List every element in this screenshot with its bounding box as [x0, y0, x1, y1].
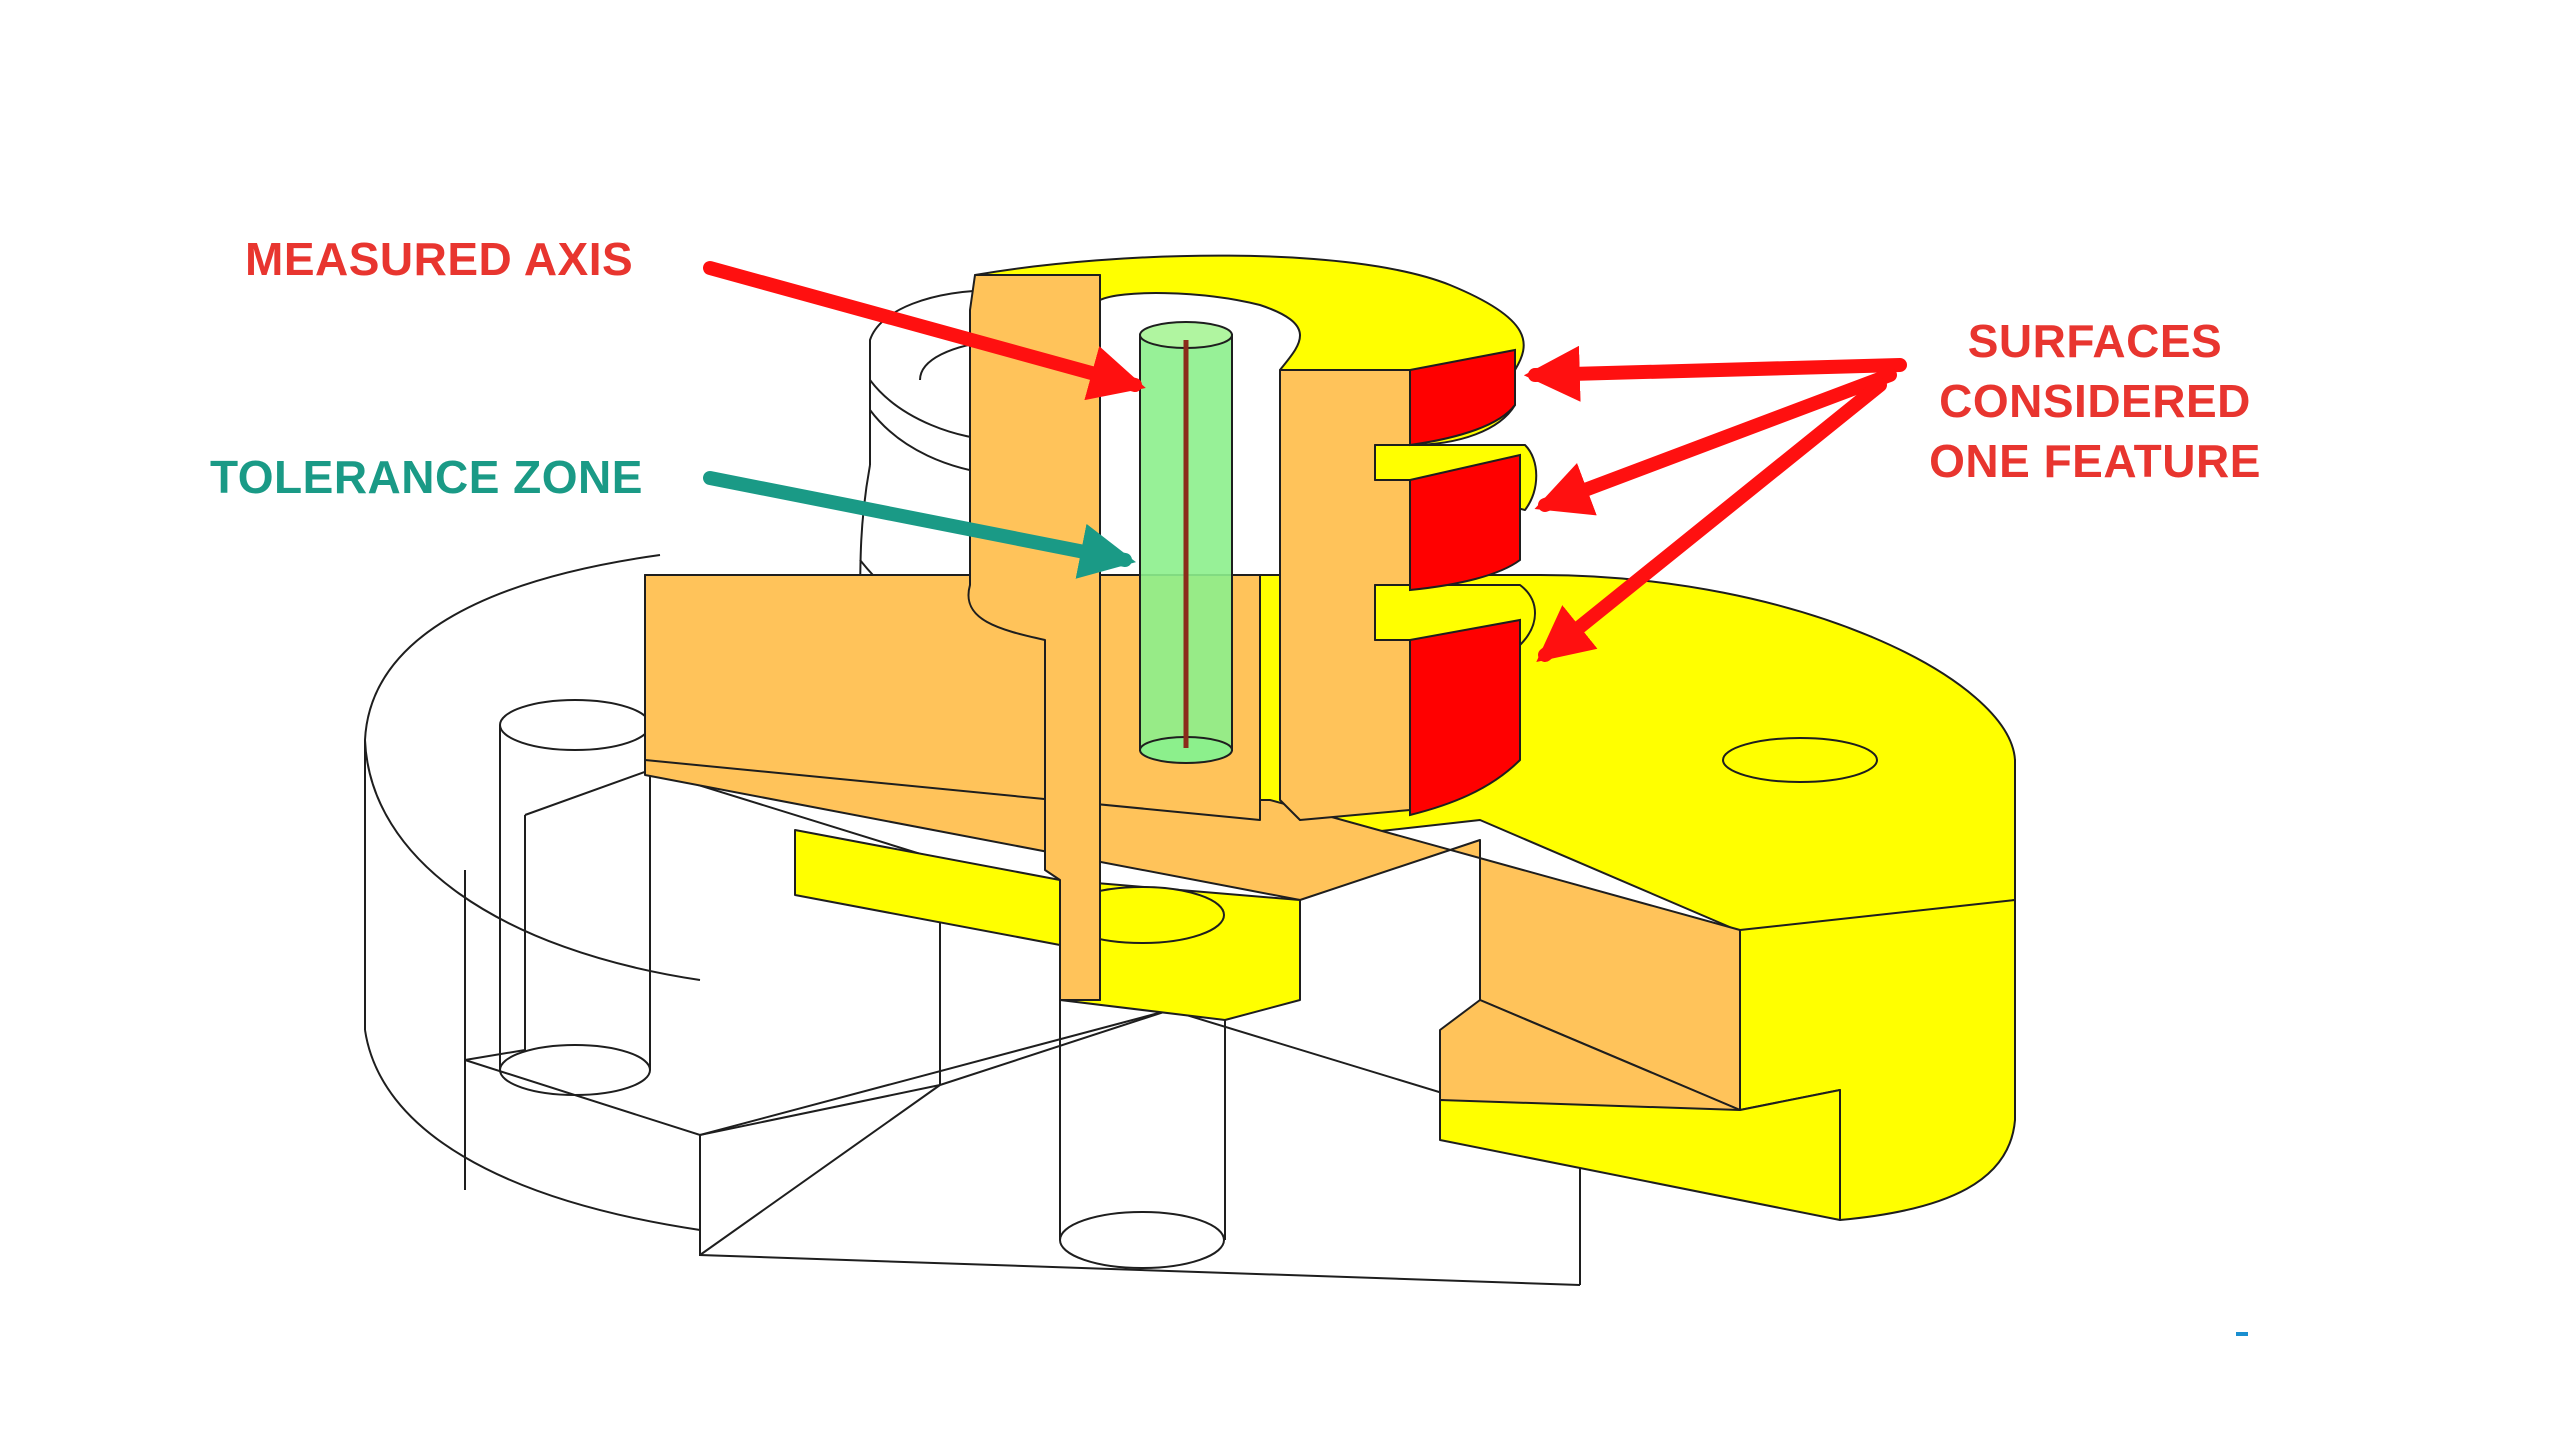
- surfaces-label: SURFACES CONSIDERED ONE FEATURE: [1895, 312, 2295, 491]
- stray-mark: [2236, 1332, 2248, 1336]
- tolerance-zone-arrow: [703, 471, 1136, 579]
- feature-surfaces: [1409, 348, 1521, 817]
- surfaces-label-line-3: ONE FEATURE: [1929, 434, 2261, 487]
- surfaces-arrow-bottom: [1536, 378, 1887, 663]
- surfaces-arrow-middle: [1534, 368, 1897, 516]
- measured-axis-arrow: [703, 261, 1146, 401]
- callout-arrows: [703, 261, 1907, 663]
- wireframe-body: [364, 289, 1581, 1286]
- surfaces-arrow-top: [1523, 345, 1907, 402]
- tolerance-zone-label: TOLERANCE ZONE: [210, 451, 643, 503]
- feature-surface-bottom: [1409, 618, 1521, 817]
- feature-surface-top: [1409, 348, 1516, 447]
- feature-surface-middle: [1409, 453, 1521, 592]
- measured-axis-label: MEASURED AXIS: [245, 233, 634, 285]
- upper-cylinder: [967, 254, 1538, 1001]
- surfaces-label-line-2: CONSIDERED: [1939, 374, 2251, 427]
- surfaces-label-line-1: SURFACES: [1967, 315, 2223, 367]
